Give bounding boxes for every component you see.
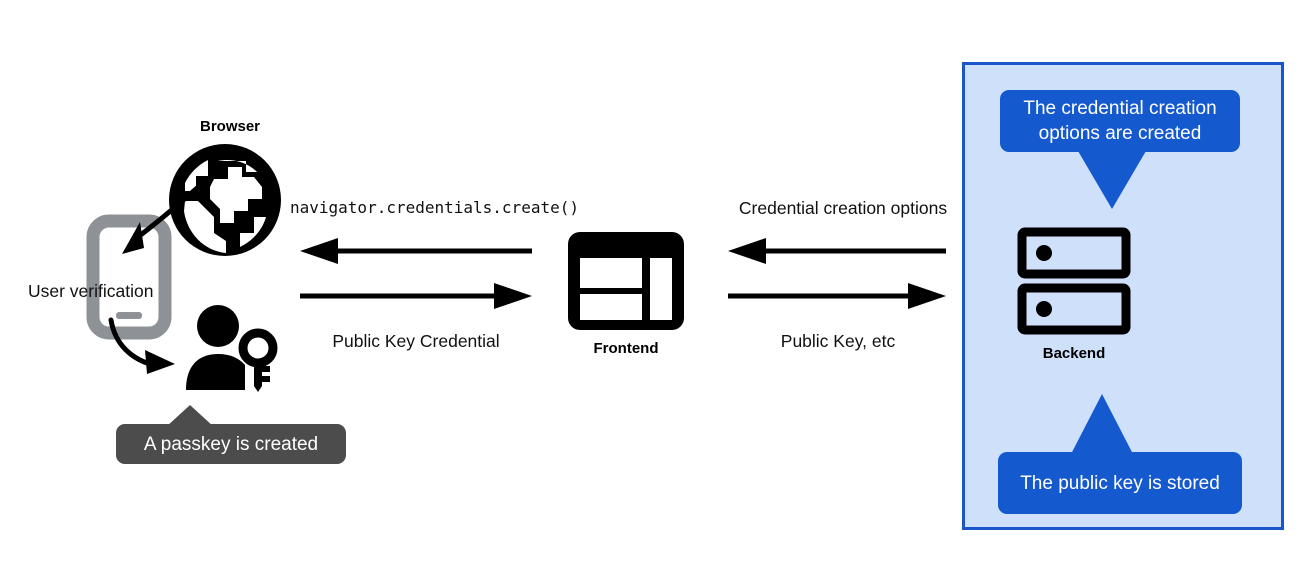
navigator-create-label: navigator.credentials.create() bbox=[290, 198, 579, 217]
public-key-etc-label: Public Key, etc bbox=[780, 331, 896, 351]
public-key-credential-label: Public Key Credential bbox=[332, 331, 500, 351]
backend-label: Backend bbox=[1042, 345, 1106, 362]
credential-options-tooltip-tail bbox=[1078, 151, 1146, 209]
globe-icon bbox=[168, 143, 282, 257]
passkey-tooltip: A passkey is created bbox=[116, 424, 346, 464]
passkey-tooltip-tail bbox=[166, 405, 214, 427]
person-with-key-icon bbox=[186, 304, 282, 392]
arrow-left-backend bbox=[728, 238, 946, 264]
curved-arrow-globe-to-device bbox=[100, 178, 210, 268]
smartphone-icon bbox=[86, 214, 172, 340]
browser-window-layout-icon bbox=[568, 232, 684, 330]
user-verification-label: User verification bbox=[28, 281, 154, 301]
curved-arrow-device-to-user bbox=[105, 317, 215, 388]
server-stack-icon bbox=[1017, 227, 1131, 335]
credential-options-tooltip: The credential creation options are crea… bbox=[1000, 90, 1240, 152]
arrow-right-backend bbox=[728, 283, 946, 309]
public-key-stored-tooltip: The public key is stored bbox=[998, 452, 1242, 514]
frontend-label: Frontend bbox=[593, 340, 659, 357]
public-key-stored-tooltip-tail bbox=[1070, 394, 1134, 456]
arrow-left-browser bbox=[300, 238, 532, 264]
arrow-right-browser bbox=[300, 283, 532, 309]
browser-label: Browser bbox=[199, 118, 261, 135]
credential-creation-options-label: Credential creation options bbox=[738, 198, 948, 218]
